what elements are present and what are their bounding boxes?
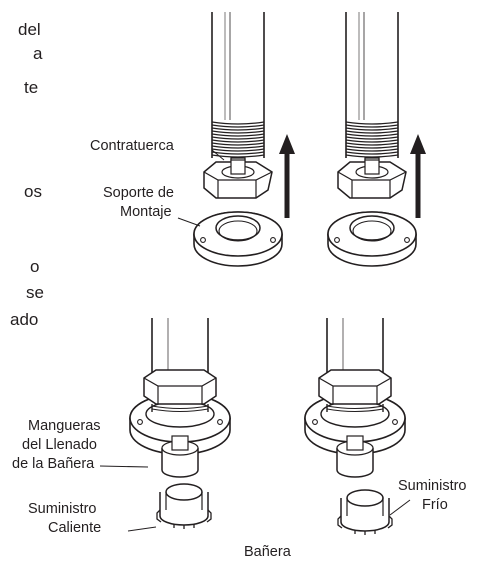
instruction-fragment: se (26, 283, 44, 302)
upper-right-pipe (345, 11, 399, 179)
label-tub: Bañera (244, 544, 292, 560)
upper-right-flange (327, 211, 417, 267)
lower-left-assembly (129, 317, 231, 478)
instruction-fragment: del (18, 20, 41, 39)
label-mount-bracket-line2: Montaje (120, 204, 172, 220)
hot-supply-capnut (156, 483, 212, 530)
label-hoses-line3: de la Bañera (12, 456, 95, 472)
label-hot-line1: Suministro (28, 501, 97, 517)
upper-right-locknut (337, 159, 407, 199)
instruction-fragment: os (24, 182, 42, 201)
leader-lines (99, 149, 411, 532)
label-cold-line2: Frío (422, 497, 448, 513)
up-arrow-right (410, 134, 426, 218)
instruction-fragment: o (30, 257, 40, 276)
cold-supply-capnut (337, 489, 393, 536)
upper-left-locknut (203, 159, 273, 199)
up-arrow-left (279, 134, 295, 218)
upper-left-pipe (211, 11, 265, 179)
instruction-fragment: te (24, 78, 39, 97)
label-locknut: Contratuerca (90, 138, 175, 154)
label-mount-bracket-line1: Soporte de (103, 185, 174, 201)
label-hoses-line2: del Llenado (22, 437, 97, 453)
label-hot-line2: Caliente (48, 520, 101, 536)
instruction-fragment: a (33, 44, 43, 63)
lower-right-assembly (304, 317, 406, 478)
instruction-fragment: ado (10, 310, 39, 329)
label-cold-line1: Suministro (398, 478, 467, 494)
upper-left-flange (193, 211, 283, 267)
label-hoses-line1: Mangueras (28, 418, 101, 434)
